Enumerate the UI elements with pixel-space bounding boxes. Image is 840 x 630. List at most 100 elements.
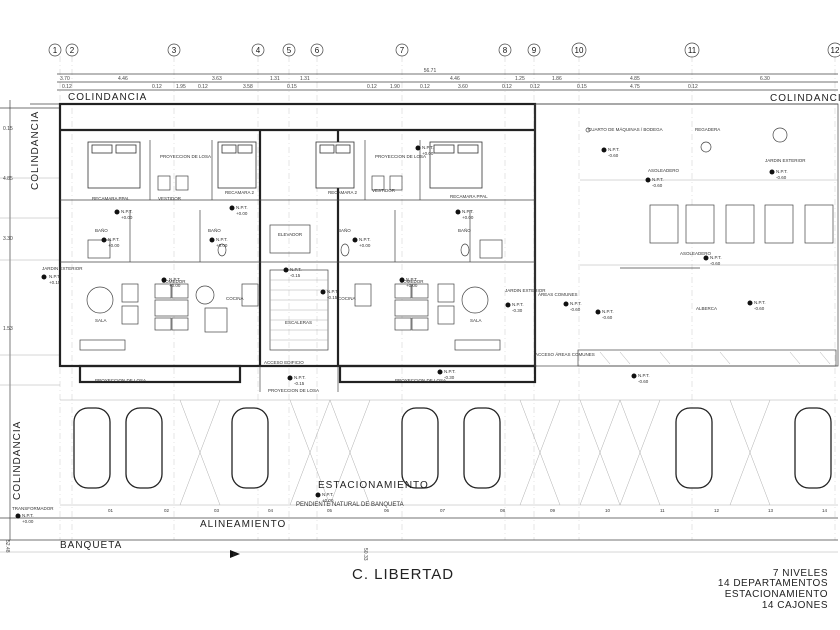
colindancia-top-left: COLINDANCIA xyxy=(68,92,147,103)
svg-text:ESCALERAS: ESCALERAS xyxy=(285,320,312,325)
svg-text:+0.00: +0.00 xyxy=(406,283,418,288)
parking-area: 01 02 03 04 05 06 07 08 09 10 11 12 13 1… xyxy=(60,399,838,513)
level-marker: N.P.T.+0.00 xyxy=(15,513,34,524)
svg-text:BAÑO: BAÑO xyxy=(95,227,108,233)
grid-bubble-1: 1 xyxy=(48,43,62,57)
svg-text:BAÑO: BAÑO xyxy=(458,227,471,233)
parked-car xyxy=(794,407,832,489)
svg-text:RECAMARA 2: RECAMARA 2 xyxy=(328,190,358,195)
svg-text:ACCESO EDIFICIO: ACCESO EDIFICIO xyxy=(264,360,304,365)
level-marker: N.P.T.-0.60 xyxy=(601,147,620,158)
grid-bubble-10: 10 xyxy=(571,42,587,58)
grid-bubble-4: 4 xyxy=(251,43,265,57)
svg-text:02: 02 xyxy=(164,508,170,513)
svg-text:7 NIVELES: 7 NIVELES xyxy=(773,568,828,579)
svg-text:1.31: 1.31 xyxy=(270,76,280,82)
svg-text:-0.60: -0.60 xyxy=(754,306,765,311)
svg-text:14 DEPARTAMENTOS: 14 DEPARTAMENTOS xyxy=(718,578,828,589)
svg-text:07: 07 xyxy=(440,508,446,513)
svg-text:N.P.T.: N.P.T. xyxy=(236,205,248,210)
svg-text:N.P.T.: N.P.T. xyxy=(512,302,524,307)
project-summary: 7 NIVELES 14 DEPARTAMENTOS ESTACIONAMIEN… xyxy=(718,568,828,611)
svg-text:BAÑO: BAÑO xyxy=(338,227,351,233)
colindancia-left-lower: COLINDANCIA xyxy=(12,421,23,500)
svg-text:N.P.T.: N.P.T. xyxy=(294,375,306,380)
svg-text:4.46: 4.46 xyxy=(450,76,460,82)
svg-text:11: 11 xyxy=(688,46,697,55)
svg-text:14 CAJONES: 14 CAJONES xyxy=(762,600,828,611)
svg-text:1.25: 1.25 xyxy=(515,76,525,82)
banqueta-label: BANQUETA xyxy=(60,540,122,551)
svg-text:TRANSFORMADOR: TRANSFORMADOR xyxy=(12,506,54,511)
svg-text:0.12: 0.12 xyxy=(62,84,72,90)
svg-text:10: 10 xyxy=(575,46,584,55)
svg-text:3: 3 xyxy=(172,46,177,55)
parking-numbers: 01 02 03 04 05 06 07 08 09 10 11 12 13 1… xyxy=(108,508,828,513)
svg-text:COMEDOR: COMEDOR xyxy=(162,279,186,284)
svg-text:4.85: 4.85 xyxy=(630,76,640,82)
grid-bubble-5: 5 xyxy=(282,43,296,57)
svg-text:N.P.T.: N.P.T. xyxy=(290,267,302,272)
level-marker: N.P.T.-0.30 xyxy=(437,369,456,380)
left-bottom-dim: 52.48 xyxy=(4,540,10,553)
svg-text:1.90: 1.90 xyxy=(390,84,400,90)
level-markers: N.P.T.+0.15 N.P.T.+0.00 N.P.T.+0.00 N.P.… xyxy=(15,145,788,524)
svg-text:-0.30: -0.30 xyxy=(444,375,455,380)
svg-text:0.12: 0.12 xyxy=(198,84,208,90)
colindancia-left-upper: COLINDANCIA xyxy=(30,111,41,190)
svg-text:04: 04 xyxy=(268,508,274,513)
grid-bubble-7: 7 xyxy=(395,43,409,57)
svg-text:0.15: 0.15 xyxy=(287,84,297,90)
svg-text:ESTACIONAMIENTO: ESTACIONAMIENTO xyxy=(725,589,828,600)
section-marker: B xyxy=(230,550,240,558)
svg-text:RECAMARA 2: RECAMARA 2 xyxy=(225,190,255,195)
level-marker: N.P.T.+0.00 xyxy=(161,277,181,288)
svg-text:-0.15: -0.15 xyxy=(327,295,338,300)
svg-text:+0.15: +0.15 xyxy=(49,280,61,285)
grid-bubble-6: 6 xyxy=(310,43,324,57)
svg-text:N.P.T.: N.P.T. xyxy=(602,309,614,314)
svg-text:0.12: 0.12 xyxy=(530,84,540,90)
svg-text:N.P.T.: N.P.T. xyxy=(638,373,650,378)
level-marker: N.P.T.-0.60 xyxy=(595,309,614,320)
svg-text:0.12: 0.12 xyxy=(152,84,162,90)
svg-text:+0.00: +0.00 xyxy=(169,283,181,288)
svg-text:ALBERCA: ALBERCA xyxy=(696,306,717,311)
svg-text:-0.60: -0.60 xyxy=(652,183,663,188)
svg-text:14: 14 xyxy=(822,508,828,513)
level-marker: N.P.T.+0.00 xyxy=(352,237,371,248)
svg-text:COMEDOR: COMEDOR xyxy=(400,279,424,284)
level-marker: N.P.T.+0.00 xyxy=(399,277,418,288)
parked-car xyxy=(401,407,439,489)
svg-text:11: 11 xyxy=(660,508,665,513)
svg-text:PROYECCION DE LOSA: PROYECCION DE LOSA xyxy=(395,378,446,383)
svg-text:+0.00: +0.00 xyxy=(322,498,334,503)
dimension-lines: 56.71 3.70 4.46 3.63 1.31 1.31 4.46 1.25… xyxy=(3,68,838,540)
svg-text:06: 06 xyxy=(384,508,390,513)
svg-text:+0.00: +0.00 xyxy=(121,215,133,220)
svg-text:N.P.T.: N.P.T. xyxy=(327,289,339,294)
svg-text:-0.60: -0.60 xyxy=(776,175,787,180)
svg-text:1.86: 1.86 xyxy=(552,76,562,82)
level-marker: N.P.T.-0.60 xyxy=(769,169,788,180)
svg-text:ASOLEADERO: ASOLEADERO xyxy=(680,251,712,256)
svg-text:N.P.T.: N.P.T. xyxy=(776,169,788,174)
svg-text:0.12: 0.12 xyxy=(367,84,377,90)
svg-text:N.P.T.: N.P.T. xyxy=(359,237,371,242)
svg-text:4: 4 xyxy=(256,46,261,55)
svg-text:ACCESO ÁREAS COMUNES: ACCESO ÁREAS COMUNES xyxy=(535,351,595,357)
svg-text:05: 05 xyxy=(327,508,333,513)
svg-text:5: 5 xyxy=(287,46,292,55)
svg-text:+0.00: +0.00 xyxy=(236,211,248,216)
svg-text:N.P.T.: N.P.T. xyxy=(652,177,664,182)
svg-text:N.P.T.: N.P.T. xyxy=(121,209,133,214)
svg-text:BAÑO: BAÑO xyxy=(208,227,221,233)
svg-text:-0.60: -0.60 xyxy=(608,153,619,158)
level-marker: N.P.T.-0.60 xyxy=(645,177,664,188)
grid-bubble-12: 12 xyxy=(827,42,840,58)
level-marker: N.P.T.-0.15 xyxy=(287,375,306,386)
svg-text:B: B xyxy=(233,552,236,557)
svg-text:N.P.T.: N.P.T. xyxy=(322,492,334,497)
level-marker: N.P.T.+0.00 xyxy=(114,209,133,220)
svg-text:N.P.T.: N.P.T. xyxy=(422,145,434,150)
